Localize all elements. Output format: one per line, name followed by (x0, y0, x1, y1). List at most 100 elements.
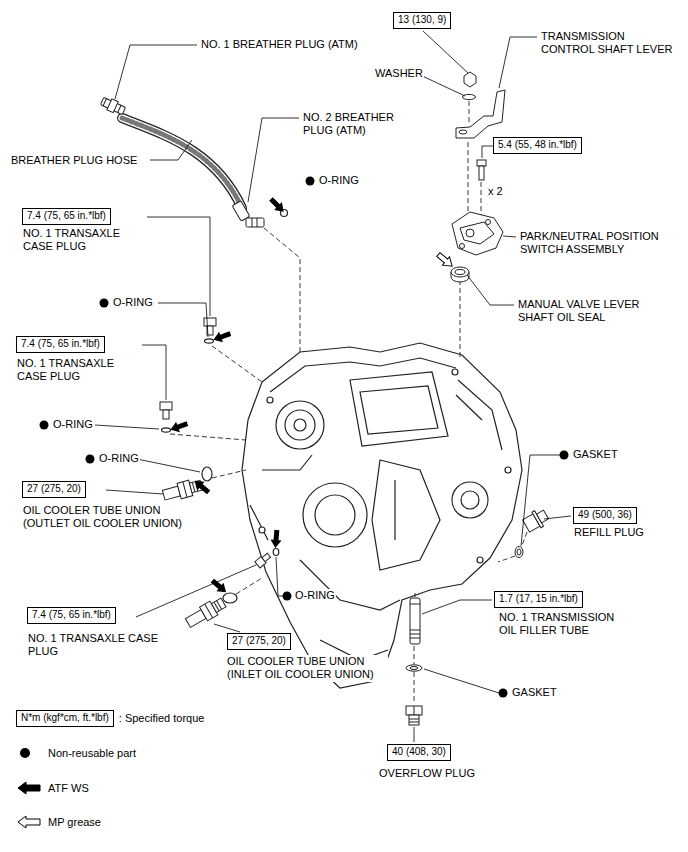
leader-line (418, 74, 465, 96)
transaxle-case (350, 372, 448, 446)
mp-grease-arrow (435, 250, 456, 270)
oil-cooler-tube-union (192, 482, 195, 492)
part-label: O-RING (318, 174, 360, 187)
part-label: NO. 1 TRANSAXLE CASE PLUG (16, 357, 128, 384)
leader-line (414, 727, 415, 742)
torque-value: 27 (275, 20) (27, 483, 81, 496)
oil-cooler-tube-union (184, 596, 228, 630)
transaxle-case (303, 483, 367, 547)
part-label: O-RING (294, 589, 336, 602)
part-label: REFILL PLUG (573, 526, 645, 539)
leader-line (482, 146, 493, 158)
oil-cooler-tube-union (205, 604, 213, 618)
transaxle-case (461, 491, 479, 509)
leader-line (467, 275, 514, 305)
atf-ws-arrow (191, 477, 212, 497)
mp-grease-swatch (16, 815, 42, 829)
leader-line (147, 217, 210, 316)
oil-filler-tube (410, 598, 420, 644)
part-label: NO. 1 TRANSAXLE CASE PLUG (22, 227, 134, 254)
breather-plug-1 (100, 97, 125, 114)
non-reusable-mark (560, 451, 569, 460)
torque-value: 5.4 (55, 48 in.*lbf) (498, 139, 577, 152)
torque-value: 7.4 (75, 65 in.*lbf) (27, 210, 106, 223)
part-label: NO. 1 TRANSAXLE CASE PLUG (27, 632, 169, 659)
torque-spec-box: 27 (275, 20) (22, 481, 86, 498)
breather-plug-2 (232, 201, 264, 227)
torque-spec-box: 7.4 (75, 65 in.*lbf) (16, 336, 105, 353)
park-neutral-position-switch (466, 229, 474, 237)
manual-valve-lever-shaft-oil-seal (455, 270, 465, 275)
legend-row: Non-reusable part (16, 746, 136, 760)
leader-line (95, 425, 159, 429)
part-label: O-RING (52, 418, 94, 431)
o-ring (273, 549, 279, 556)
leader-line (276, 557, 285, 596)
transaxle-case (285, 410, 315, 440)
transaxle-case (452, 482, 488, 518)
breather-plug-hose (122, 118, 242, 208)
transmission-control-shaft-lever (459, 130, 467, 134)
transaxle-case (250, 395, 482, 540)
part-label: BREATHER PLUG HOSE (10, 154, 138, 167)
oil-filler-tube (410, 630, 420, 631)
manual-valve-lever-shaft-oil-seal (451, 267, 469, 277)
o-ring (162, 210, 288, 604)
part-label: MANUAL VALVE LEVER SHAFT OIL SEAL (517, 298, 664, 325)
transmission-control-shaft-lever (464, 72, 476, 87)
park-neutral-position-switch (452, 212, 503, 255)
atf-ws-arrow (212, 328, 233, 344)
leader-line (424, 669, 499, 693)
transaxle-case (452, 369, 458, 375)
torque-value: 13 (130, 9) (398, 14, 446, 27)
transaxle-case (505, 467, 511, 473)
torque-value: N*m (kgf*cm, ft.*lbf) (21, 712, 109, 725)
transaxle-case-plug (160, 402, 172, 410)
oil-cooler-tube-union (162, 486, 180, 500)
torque-value: 49 (500, 36) (578, 509, 632, 522)
overflow-plug (414, 706, 415, 715)
park-neutral-position-switch (486, 220, 491, 225)
torque-spec-box: 49 (500, 36) (573, 507, 637, 524)
leader-line (521, 455, 560, 546)
part-label: OVERFLOW PLUG (378, 767, 476, 780)
non-reusable-mark (100, 299, 109, 308)
transaxle-case-plug (204, 318, 216, 326)
breather-plug-1 (118, 105, 121, 112)
breather-plug-1 (100, 95, 127, 116)
assembly-line (414, 646, 415, 704)
assembly-line (170, 434, 246, 440)
breather-plug-hose (122, 118, 242, 208)
transaxle-case (294, 419, 306, 431)
mp-grease-arrow (435, 250, 456, 270)
leader-line (150, 140, 192, 160)
gasket (410, 667, 418, 670)
overflow-plug (409, 719, 419, 720)
leader-line (499, 37, 537, 88)
torque-value: 7.4 (75, 65 in.*lbf) (32, 609, 111, 622)
oil-cooler-tube-union (217, 601, 222, 610)
leader-line (214, 624, 240, 632)
assembly-line (212, 470, 246, 478)
leader-line (544, 516, 571, 519)
park-neutral-position-switch (460, 222, 494, 244)
overflow-plug (409, 722, 419, 723)
torque-value: 40 (408, 30) (392, 746, 446, 759)
refill-plug (522, 507, 551, 534)
legend-row: ATF WS (16, 781, 89, 795)
refill-plug (515, 547, 523, 558)
leader-line (503, 236, 516, 237)
assembly-line (415, 593, 416, 597)
breather-plug-hose (122, 118, 242, 208)
leader-line (248, 118, 299, 202)
torque-value: 27 (275, 20) (232, 635, 286, 648)
torque-spec-box: 5.4 (55, 48 in.*lbf) (493, 137, 582, 154)
o-ring (162, 428, 171, 432)
park-neutral-position-switch (460, 244, 465, 249)
o-ring (202, 467, 212, 481)
refill-plug (515, 507, 550, 558)
torque-spec-box: 13 (130, 9) (393, 12, 451, 29)
non-reusable-mark (40, 421, 49, 430)
transmission-control-shaft-lever (456, 90, 505, 138)
